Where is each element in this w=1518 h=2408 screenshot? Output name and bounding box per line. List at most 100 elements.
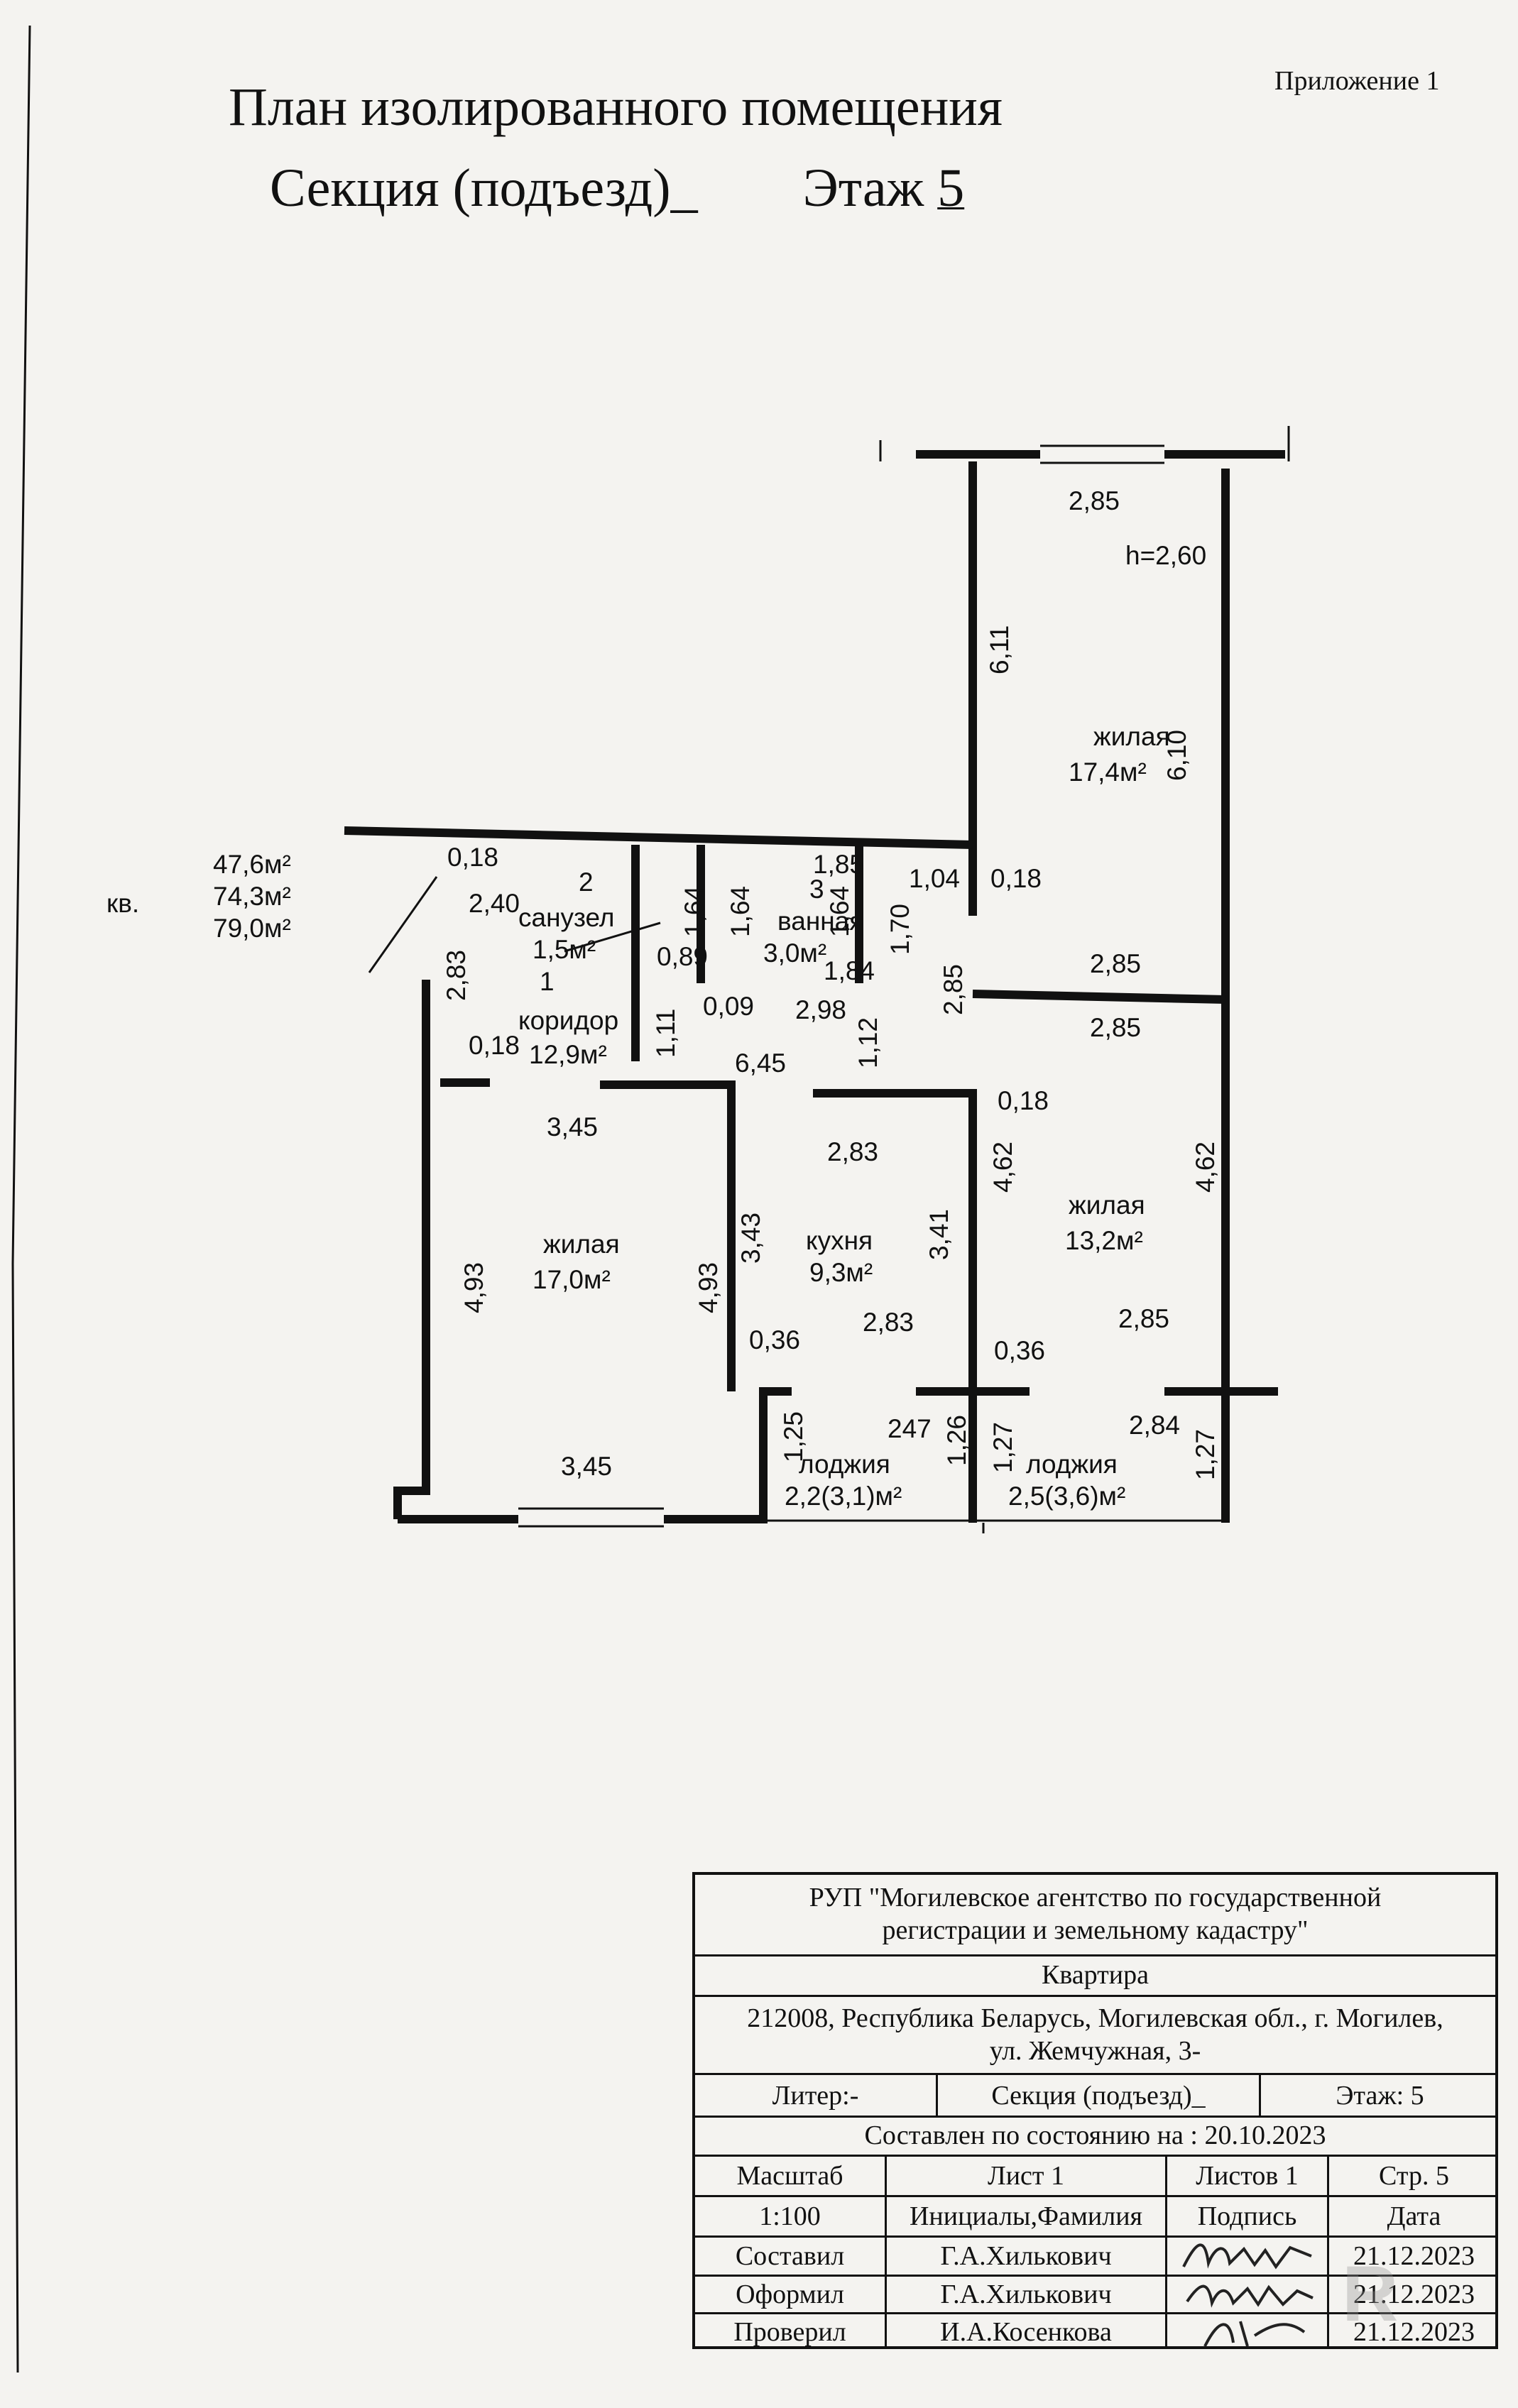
dimension: 2,85 [1090, 949, 1141, 978]
header-row: 1:100 Инициалы,Фамилия Подпись Дата [695, 2197, 1495, 2238]
plan-title: План изолированного помещения [229, 77, 1003, 137]
room-number: 3 [809, 875, 824, 904]
dimension: 2,83 [442, 950, 471, 1001]
wall [440, 1078, 736, 1391]
liter: Литер:- [695, 2075, 938, 2116]
margin-line [11, 25, 31, 2373]
liter-row: Литер:- Секция (подъезд)_ Этаж: 5 [695, 2075, 1495, 2118]
dimension: 2,40 [469, 889, 520, 918]
wall-stub [879, 426, 1290, 461]
state-as-of: Составлен по состоянию на : 20.10.2023 [864, 2120, 1326, 2151]
room-name: ванная [777, 907, 863, 936]
room-area: 17,4м² [1069, 757, 1147, 787]
dimension: 4,93 [694, 1262, 723, 1313]
sheet-row: Масштаб Лист 1 Листов 1 Стр. 5 [695, 2157, 1495, 2197]
state-row: Составлен по состоянию на : 20.10.2023 [695, 2118, 1495, 2157]
address-line-1: 212008, Республика Беларусь, Могилевская… [747, 2003, 1443, 2033]
wall [344, 826, 973, 849]
room-name: жилая [1069, 1191, 1145, 1220]
sign-date: 21.12.2023 [1353, 2280, 1475, 2309]
dimension: 2,84 [1129, 1411, 1180, 1440]
section: Секция (подъезд)_ [938, 2075, 1261, 2116]
dimension: 0,89 [657, 942, 708, 971]
dimension: 2,85 [1118, 1304, 1169, 1333]
apartment-living-area: 47,6м² [213, 850, 291, 879]
signer-name: Г.А.Хилькович [887, 2277, 1167, 2312]
leader-line [368, 876, 661, 973]
dimension: 4,62 [1191, 1142, 1220, 1193]
dimension: 247 [888, 1414, 932, 1443]
window [518, 1507, 664, 1528]
handwritten-signature [1185, 2284, 1314, 2308]
handwritten-signature [1203, 2320, 1305, 2347]
object-type-text: Квартира [1042, 1960, 1149, 1991]
sheet: Лист 1 [887, 2157, 1167, 2195]
room-name: жилая [1093, 722, 1170, 751]
dimension: 1,27 [988, 1422, 1017, 1473]
dimension: 1,04 [909, 864, 960, 893]
room-name: лоджия [1026, 1450, 1118, 1479]
dimension: 1,26 [942, 1415, 971, 1466]
signature-header: Подпись [1167, 2197, 1329, 2235]
room-area: 3,0м² [763, 938, 826, 968]
room-area: 9,3м² [809, 1258, 873, 1287]
dimension: 1,64 [679, 886, 709, 937]
initials-header: Инициалы,Фамилия [887, 2197, 1167, 2235]
dimension: 1,27 [1191, 1429, 1220, 1480]
room-number: 2 [579, 868, 594, 897]
watermark: R [1342, 2250, 1399, 2338]
scale-header: Масштаб [695, 2157, 887, 2195]
dimension: 4,93 [459, 1262, 488, 1313]
appendix-label: Приложение 1 [1274, 66, 1440, 96]
dimension: 4,62 [988, 1142, 1017, 1193]
apartment-total-with-loggias: 79,0м² [213, 914, 291, 943]
organization-line-1: РУП "Могилевское агентство по государств… [809, 1883, 1382, 1913]
dimension: 2,83 [827, 1137, 878, 1166]
dimension: 2,85 [939, 964, 968, 1015]
room-area: 12,9м² [529, 1040, 607, 1069]
room-area: 13,2м² [1065, 1226, 1143, 1255]
dimension: 3,43 [736, 1213, 765, 1264]
sheets: Листов 1 [1167, 2157, 1329, 2195]
dimension: 1,11 [651, 1009, 680, 1058]
dimension: 1,64 [726, 886, 755, 937]
apartment-total-area: 74,3м² [213, 882, 291, 911]
dimension: 3,41 [924, 1209, 954, 1260]
wall [631, 845, 863, 1061]
dimension: 0,09 [703, 992, 754, 1021]
dimension: 0,18 [998, 1086, 1049, 1115]
object-type: Квартира [695, 1956, 1495, 1997]
organization: РУП "Могилевское агентство по государств… [695, 1875, 1495, 1956]
room-number: 1 [540, 967, 555, 996]
room-name: жилая [543, 1230, 620, 1259]
signature [1167, 2314, 1329, 2349]
page: Стр. 5 [1379, 2161, 1449, 2191]
apartment-prefix: кв. [107, 889, 139, 918]
dimension: 0,18 [447, 843, 498, 872]
signer-name: И.А.Косенкова [887, 2314, 1167, 2349]
section-label: Секция (подъезд)_ [270, 158, 698, 218]
address: 212008, Республика Беларусь, Могилевская… [695, 1997, 1495, 2075]
dimension: 6,45 [735, 1049, 786, 1078]
signer-role: Составил [695, 2238, 887, 2275]
dimension: 6,10 [1162, 730, 1191, 781]
wall [398, 1387, 792, 1523]
ceiling-height: h=2,60 [1125, 541, 1206, 570]
wall [813, 1089, 977, 1523]
wall [393, 980, 430, 1519]
floor-value: 5 [937, 158, 965, 218]
dimension: 3,45 [547, 1112, 598, 1142]
dimension: 2,98 [795, 995, 846, 1024]
sign-date: 21.12.2023 [1353, 2316, 1475, 2347]
dimension: 6,11 [985, 625, 1014, 674]
dimension: 2,83 [863, 1308, 914, 1337]
signature [1167, 2238, 1329, 2275]
room-area: 17,0м² [533, 1265, 611, 1294]
dimension: 1,25 [779, 1411, 808, 1462]
dimension: 1,84 [824, 956, 875, 985]
room-area: 2,2(3,1)м² [785, 1482, 902, 1511]
room-area: 2,5(3,6)м² [1008, 1482, 1125, 1511]
room-area: 1,5м² [533, 935, 596, 964]
room-name: лоджия [799, 1450, 890, 1479]
